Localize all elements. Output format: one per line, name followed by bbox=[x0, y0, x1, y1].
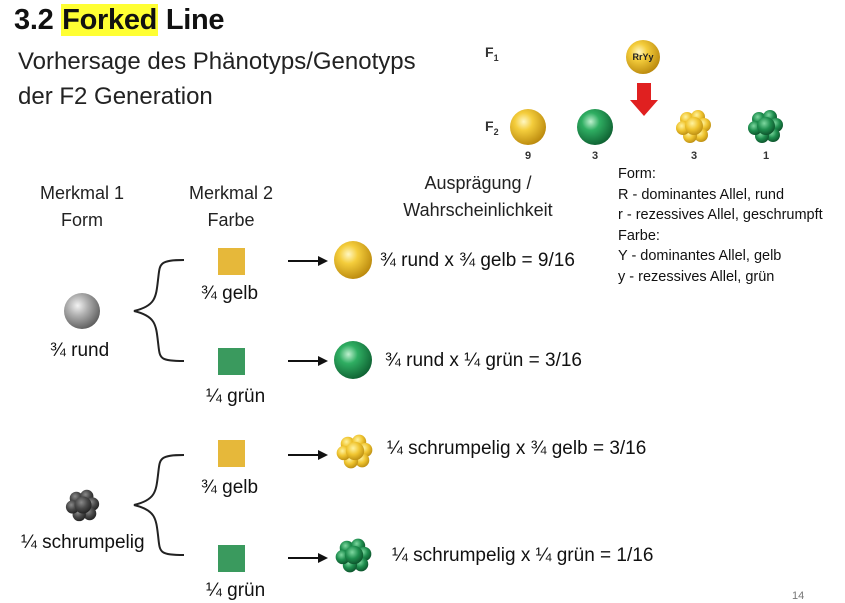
legend-line-6: y - rezessives Allel, grün bbox=[618, 268, 775, 285]
header-merkmal1-line1: Merkmal 1 bbox=[39, 183, 124, 203]
color-green-label-2: ¼ grün bbox=[206, 580, 266, 601]
title-highlight: Forked bbox=[61, 4, 159, 36]
f1-label: F1 bbox=[485, 44, 499, 63]
arrowhead-2 bbox=[318, 356, 328, 366]
f2-letter: F bbox=[485, 118, 494, 134]
allele-legend: Form: R - dominantes Allel, rund r - rez… bbox=[618, 164, 823, 287]
f2-label: F2 bbox=[485, 118, 499, 137]
parent-genotype: RrYy bbox=[632, 52, 654, 62]
legend-line-2: R - dominantes Allel, rund bbox=[618, 186, 785, 203]
color-green-label-1: ¼ grün bbox=[206, 386, 266, 407]
brace-wrinkled bbox=[133, 454, 185, 556]
f2-count-3: 3 bbox=[690, 150, 698, 162]
legend-line-1: Form: bbox=[618, 166, 656, 182]
header-merkmal2-line1: Merkmal 2 bbox=[188, 183, 273, 203]
subtitle: Vorhersage des Phänotyps/Genotyps der F2… bbox=[18, 44, 416, 114]
color-yellow-label-2: ¾ gelb bbox=[201, 477, 259, 498]
down-arrow-icon bbox=[630, 83, 658, 116]
result-seed-yellow-wrinkled bbox=[336, 434, 373, 469]
result-3: ¼ schrumpelig x ¾ gelb = 3/16 bbox=[387, 438, 647, 459]
header-auspraegung-line1: Ausprägung / bbox=[424, 173, 532, 193]
arrowhead-3 bbox=[318, 450, 328, 460]
header-merkmal1-line2: Form bbox=[61, 210, 103, 230]
arrowhead-4 bbox=[318, 553, 328, 563]
f2-seed-yellow-round bbox=[510, 109, 546, 145]
subtitle-line-2: der F2 Generation bbox=[18, 83, 213, 110]
f2-count-2: 3 bbox=[591, 150, 599, 162]
result-seed-yellow-round bbox=[334, 241, 372, 279]
page-number: 14 bbox=[792, 590, 805, 602]
subtitle-line-1: Vorhersage des Phänotyps/Genotyps bbox=[18, 48, 416, 75]
green-square-1 bbox=[218, 348, 245, 375]
f2-seed-yellow-wrinkled bbox=[676, 110, 711, 143]
form-round-label: ¾ rund bbox=[50, 340, 110, 361]
f1-seed bbox=[626, 40, 660, 74]
header-auspraegung-line2: Wahrscheinlichkeit bbox=[403, 200, 553, 220]
f1-sub: 1 bbox=[493, 52, 499, 63]
yellow-square-1 bbox=[218, 248, 245, 275]
header-merkmal1: Merkmal 1 Form bbox=[18, 180, 146, 234]
green-square-2 bbox=[218, 545, 245, 572]
color-yellow-label-1: ¾ gelb bbox=[201, 283, 259, 304]
arrowhead-1 bbox=[318, 256, 328, 266]
header-merkmal2: Merkmal 2 Farbe bbox=[167, 180, 295, 234]
title-prefix: 3.2 bbox=[14, 4, 62, 36]
result-4: ¼ schrumpelig x ¼ grün = 1/16 bbox=[392, 545, 654, 566]
wrinkled-seed-icon bbox=[65, 489, 100, 522]
legend-line-3: r - rezessives Allel, geschrumpft bbox=[618, 207, 823, 223]
legend-line-5: Y - dominantes Allel, gelb bbox=[618, 248, 782, 264]
legend-line-4: Farbe: bbox=[618, 227, 660, 244]
round-seed-icon bbox=[64, 293, 100, 329]
result-seed-green-round bbox=[334, 341, 372, 379]
f2-sub: 2 bbox=[493, 126, 499, 137]
form-wrinkled-label: ¼ schrumpelig bbox=[21, 532, 145, 553]
arrows bbox=[288, 256, 328, 563]
header-merkmal2-line2: Farbe bbox=[207, 210, 255, 230]
brace-round bbox=[133, 259, 185, 362]
result-2: ¾ rund x ¼ grün = 3/16 bbox=[385, 350, 582, 371]
f2-count-4: 1 bbox=[762, 150, 770, 162]
f2-seed-green-round bbox=[577, 109, 613, 145]
f1-letter: F bbox=[485, 44, 494, 60]
f2-count-1: 9 bbox=[524, 150, 532, 162]
title-suffix: Line bbox=[158, 4, 225, 36]
result-1: ¾ rund x ¾ gelb = 9/16 bbox=[380, 250, 575, 271]
yellow-square-2 bbox=[218, 440, 245, 467]
header-auspraegung: Ausprägung / Wahrscheinlichkeit bbox=[383, 170, 573, 224]
result-seed-green-wrinkled bbox=[335, 538, 372, 573]
f2-seed-green-wrinkled bbox=[748, 110, 783, 143]
page-title: 3.2 Forked Line bbox=[14, 4, 225, 37]
